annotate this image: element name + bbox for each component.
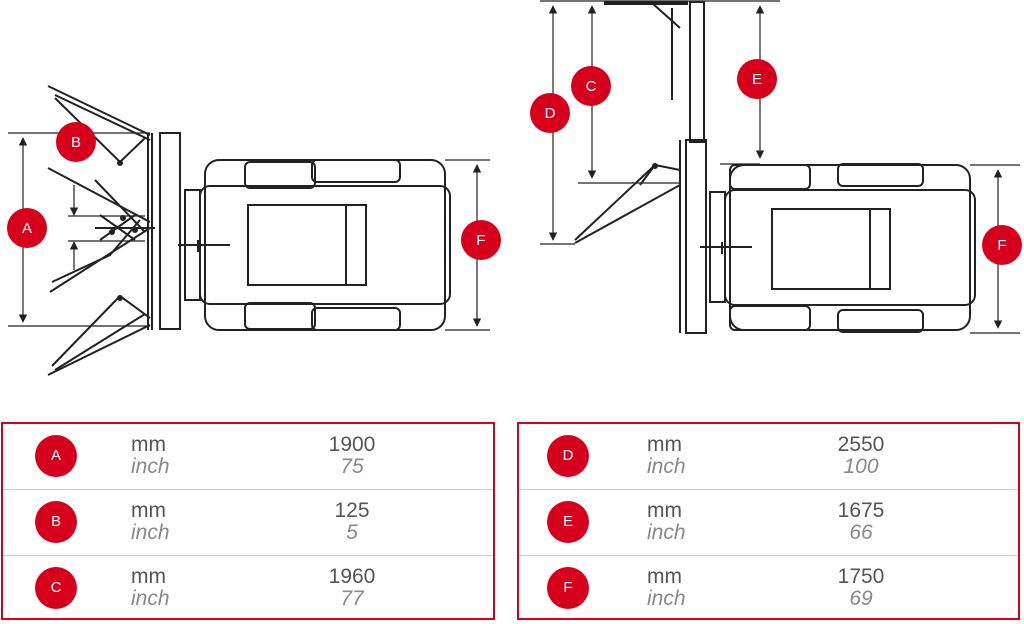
value-metric: 125 [334,499,370,522]
dimension-lines-right [540,0,1020,334]
dimension-badge: E [547,501,589,543]
svg-text:E: E [752,71,762,88]
value-metric: 1960 [328,565,376,588]
value-imperial: 77 [340,587,364,610]
attachment-frame-left [159,132,181,330]
dimension-badge: C [35,567,77,609]
unit-imperial: inch [647,455,686,478]
value-metric: 2550 [837,433,885,456]
machine-dimension-diagram: A B F [7,0,1022,376]
tractor-left [178,159,451,331]
value-imperial: 66 [849,521,873,544]
unit-metric: mm [647,565,682,588]
marker-f-left: F [461,220,501,260]
value-imperial: 69 [849,587,873,610]
vertical-mast-right [689,1,705,143]
unit-imperial: inch [647,587,686,610]
marker-e-right: E [737,59,777,99]
unit-metric: mm [647,433,682,456]
marker-a-left: A [7,208,47,248]
dimension-badge: B [35,501,77,543]
flail-arms-left [47,85,155,376]
value-imperial: 5 [346,521,358,544]
unit-metric: mm [131,565,166,588]
dimension-badge: F [547,567,589,609]
marker-d-right: D [530,93,570,133]
attachment-frame-right [685,139,707,334]
svg-text:F: F [997,237,1006,254]
marker-b-left: B [56,122,96,162]
unit-imperial: inch [131,455,170,478]
value-imperial: 100 [843,455,879,478]
dimension-badge: A [35,435,77,477]
unit-imperial: inch [131,521,170,544]
tractor-right [700,163,976,333]
marker-c-right: C [571,66,611,106]
unit-metric: mm [131,499,166,522]
value-metric: 1750 [837,565,885,588]
dimension-badge: D [547,435,589,477]
marker-f-right: F [982,225,1022,265]
unit-imperial: inch [131,587,170,610]
svg-text:A: A [22,220,32,237]
value-metric: 1675 [837,499,885,522]
flail-arms-right [574,1,688,244]
unit-metric: mm [647,499,682,522]
svg-text:F: F [476,232,485,249]
unit-metric: mm [131,433,166,456]
right-view [540,0,1020,334]
svg-text:B: B [71,134,81,151]
value-metric: 1900 [328,433,376,456]
unit-imperial: inch [647,521,686,544]
value-imperial: 75 [340,455,364,478]
left-view [8,85,490,376]
svg-text:D: D [545,105,556,122]
svg-text:C: C [586,78,597,95]
